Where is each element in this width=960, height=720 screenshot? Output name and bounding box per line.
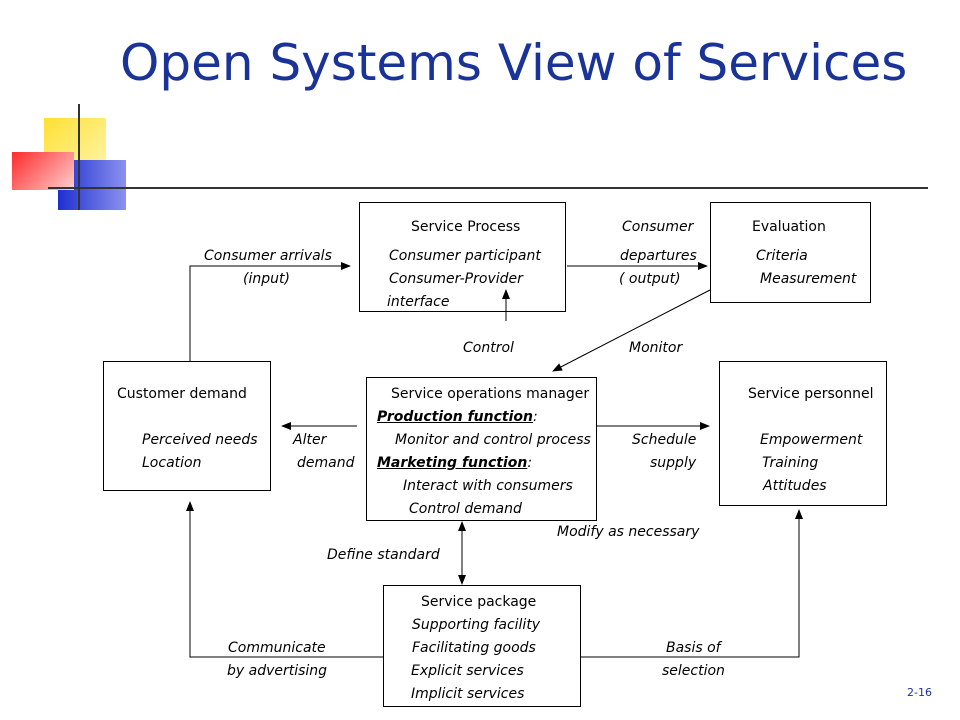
marketing-detail1: Interact with consumers [403,478,573,494]
package-heading: Service package [421,594,537,610]
departures-label: departures [620,248,697,264]
evaluation-line2: Measurement [760,271,857,287]
modify-label: Modify as necessary [557,524,700,540]
personnel-line2: Training [762,455,819,471]
operations-manager-heading: Service operations manager [391,386,590,402]
evaluation-line1: Criteria [756,248,808,264]
schedule-label: Schedule [632,432,697,448]
basis-selection-arrow [581,509,803,658]
page-number: 2-16 [907,686,932,699]
page-title: Open Systems View of Services [120,34,908,92]
operations-manager-box [366,377,597,521]
personnel-line1: Empowerment [760,432,863,448]
service-process-line3: interface [387,294,450,310]
production-function-label: Production function [377,409,533,425]
monitor-arrow [552,289,711,372]
decorative-vertical-line [78,104,80,210]
personnel-heading: Service personnel [748,386,874,402]
input-label: (input) [243,271,290,287]
selection-label: selection [662,663,725,679]
marketing-function-line: Marketing function: [377,455,532,471]
package-line3: Explicit services [411,663,524,679]
customer-demand-box [103,361,271,491]
service-process-line2: Consumer-Provider [389,271,523,287]
production-detail: Monitor and control process [395,432,591,448]
service-package-box [383,585,581,707]
consumer-label: Consumer [622,219,694,235]
advertising-label: by advertising [227,663,328,679]
evaluation-box [710,202,871,303]
control-label: Control [463,340,514,356]
customer-demand-heading: Customer demand [117,386,247,402]
define-label: Define standard [327,547,440,563]
output-label: ( output) [619,271,681,287]
personnel-line3: Attitudes [763,478,827,494]
arrivals-arrow [189,262,351,361]
evaluation-heading: Evaluation [752,219,826,235]
basis-label: Basis of [666,640,721,656]
marketing-colon: : [527,455,533,471]
monitor-label: Monitor [629,340,683,356]
arrivals-label: Consumer arrivals [204,248,332,264]
customer-demand-line2: Location [142,455,202,471]
marketing-function-label: Marketing function [377,455,528,471]
service-process-box [359,202,566,312]
decorative-red-square [12,152,74,190]
alter-label: Alter [293,432,327,448]
production-function-line: Production function: [377,409,538,425]
package-line4: Implicit services [411,686,525,702]
package-line2: Facilitating goods [412,640,536,656]
service-personnel-box [719,361,887,506]
package-line1: Supporting facility [412,617,541,633]
communicate-arrow [186,501,383,658]
communicate-label: Communicate [228,640,326,656]
decorative-horizontal-line [48,187,928,189]
service-process-heading: Service Process [411,219,521,235]
marketing-detail2: Control demand [409,501,522,517]
production-colon: : [533,409,538,425]
customer-demand-line1: Perceived needs [142,432,258,448]
service-process-line1: Consumer participant [389,248,541,264]
demand-label: demand [297,455,355,471]
supply-label: supply [650,455,697,471]
